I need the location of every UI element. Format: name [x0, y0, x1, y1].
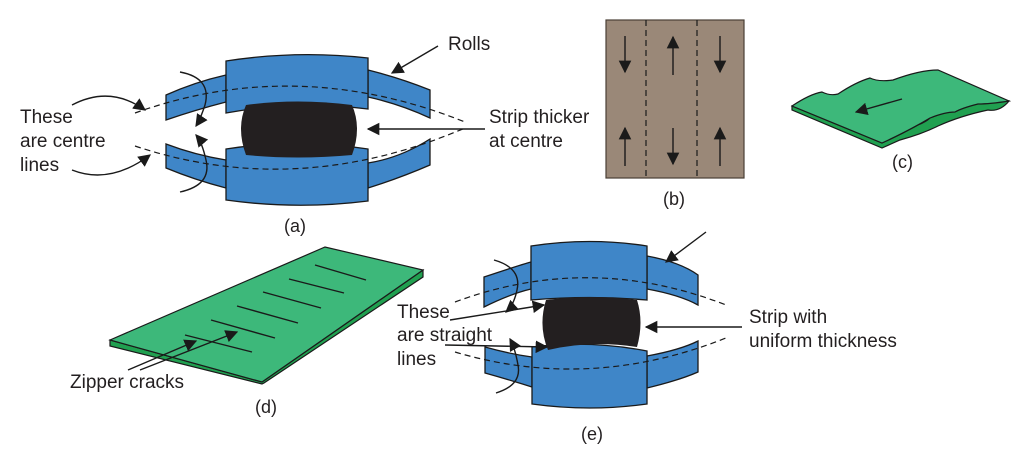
panel-a: Rolls These are centre lines Strip thick…	[20, 34, 595, 236]
strip-section	[542, 297, 641, 350]
top-roll-right-wing	[646, 255, 699, 307]
label-strip-uniform: Strip with uniform thickness	[749, 307, 897, 352]
panel-c: (c)	[790, 69, 1012, 172]
top-roll-left-wing	[165, 74, 227, 121]
label-straight-lines: These are straight lines	[397, 302, 497, 370]
top-roll-body	[530, 240, 648, 301]
crack	[210, 319, 276, 339]
zipper-cracks	[184, 264, 367, 353]
wave-direction-arrow	[854, 98, 903, 115]
rotation-arrow-bottom	[179, 134, 209, 193]
top-roll-centre-line	[134, 85, 466, 123]
panel-d: Zipper cracks (d)	[70, 246, 425, 417]
caption-a: (a)	[284, 216, 306, 236]
straight-line-leader-top	[449, 300, 546, 321]
caption-e: (e)	[581, 424, 603, 444]
bottom-roll-body	[531, 343, 648, 409]
strip-section	[241, 101, 357, 158]
rotation-arrow-bottom	[495, 337, 522, 394]
rolls-leader	[390, 45, 439, 74]
label-rolls: Rolls	[448, 34, 490, 55]
rotation-arrow-top	[493, 259, 519, 313]
top-roll-right-wing	[367, 69, 431, 120]
caption-c: (c)	[892, 152, 913, 172]
bottom-roll-right-wing	[367, 137, 431, 189]
panel-e: These are straight lines Strip with unif…	[397, 231, 897, 444]
top-roll-centre-line	[454, 277, 727, 306]
crack	[184, 334, 253, 353]
label-zipper-cracks: Zipper cracks	[70, 372, 184, 393]
crack	[262, 291, 322, 309]
centre-line-leader-bottom	[71, 154, 152, 176]
straight-line-leader-bottom	[444, 340, 549, 354]
cracks-leader-1	[127, 339, 198, 371]
bottom-roll-centre-line	[454, 337, 727, 370]
label-centre-lines: These are centre lines	[20, 107, 111, 176]
panel-b: (b)	[605, 19, 745, 209]
caption-d: (d)	[255, 397, 277, 417]
caption-b: (b)	[663, 189, 685, 209]
crack	[288, 278, 345, 294]
crack	[236, 305, 299, 324]
top-roll-left-wing	[483, 261, 532, 309]
wavy-sheet	[790, 69, 1012, 144]
label-strip-thicker: Strip thicker at centre	[489, 107, 595, 152]
cracks-leader-2	[139, 330, 239, 371]
bottom-roll-right-wing	[646, 339, 699, 389]
bottom-roll-left-wing	[165, 143, 227, 189]
rolls-leader	[664, 231, 707, 263]
centre-line-leader-top	[71, 95, 147, 111]
bottom-roll-centre-line	[134, 127, 466, 170]
rotation-arrow-top	[179, 71, 208, 128]
sheet-b	[605, 19, 745, 179]
crack	[314, 264, 367, 281]
